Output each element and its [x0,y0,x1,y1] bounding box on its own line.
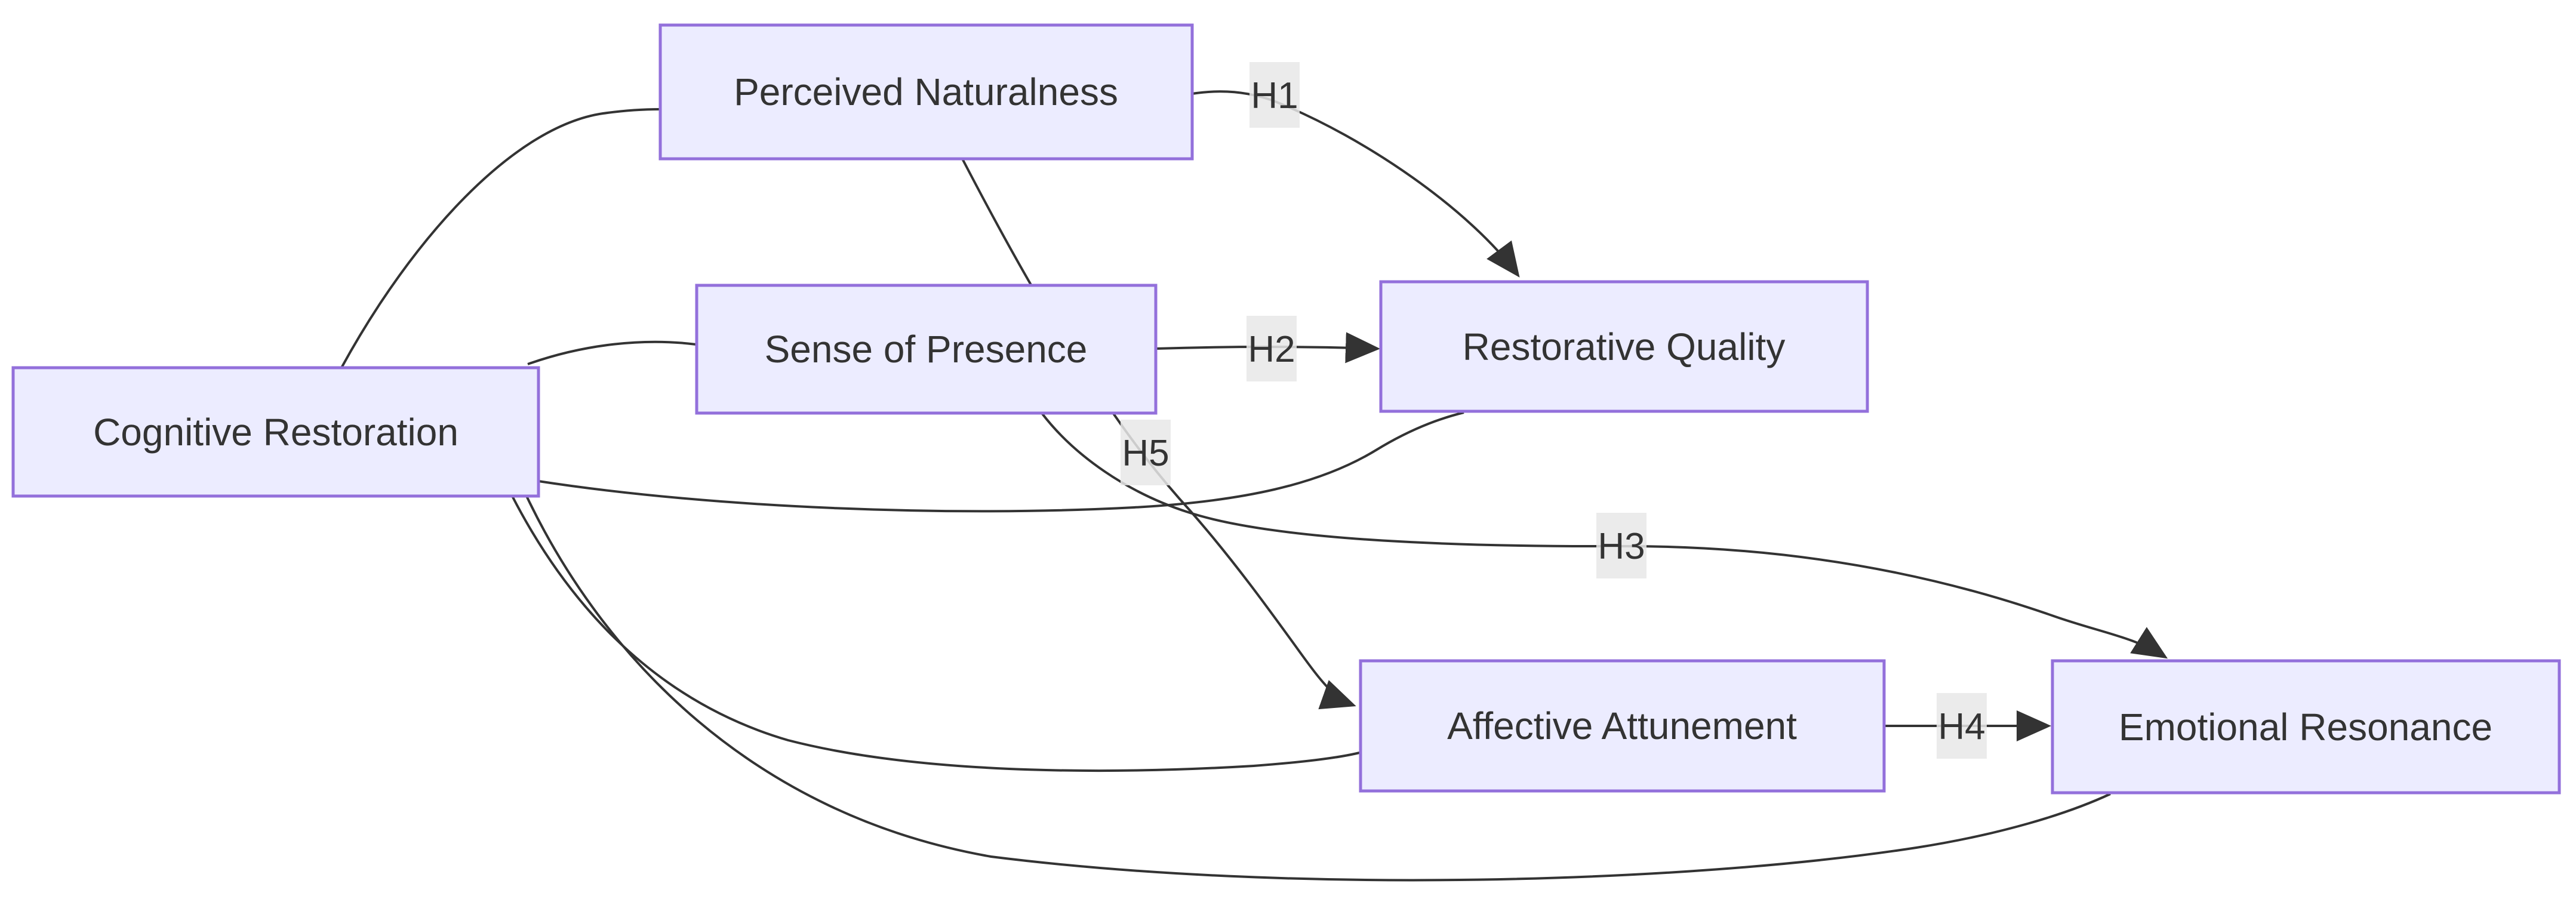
edge-label-h5: H5 [1121,420,1171,485]
node-box [658,23,1194,161]
edge-label-text: H5 [1122,433,1169,474]
node-label: Sense of Presence [765,328,1088,371]
edge-cr-sp [527,340,697,365]
node-label: Restorative Quality [1463,325,1786,368]
edge-h1-pn-rq [1192,90,1520,278]
node-box [11,366,540,498]
node-restorative-quality: Restorative Quality [1379,280,1869,413]
node-label: Affective Attunement [1447,704,1797,747]
node-box [2051,659,2561,795]
edge-layer [340,90,2168,882]
edge-label-h2: H2 [1247,316,1297,381]
edge-label-text: H2 [1248,329,1295,370]
edge-label-text: H3 [1598,526,1645,567]
edge-label-text: H1 [1251,75,1298,116]
edge-label-bg [1596,513,1646,578]
edge-label-bg [1937,693,1987,759]
node-label: Cognitive Restoration [93,411,458,454]
edge-label-text: H4 [1938,706,1985,747]
node-box [695,284,1158,415]
node-box [1379,280,1869,413]
node-layer: Perceived Naturalness Sense of Presence … [11,23,2561,795]
edge-label-bg [1121,420,1171,485]
edge-label-layer: H1 H2 H3 H4 H5 [1121,62,1987,759]
edge-cr-pn [340,108,661,368]
node-label: Perceived Naturalness [734,70,1118,113]
edge-label-bg [1247,316,1297,381]
edge-label-h4: H4 [1937,693,1987,759]
edge-label-h1: H1 [1249,62,1300,128]
edge-label-h3: H3 [1596,513,1646,578]
edge-cr-rq [538,411,1464,513]
node-label: Emotional Resonance [2119,706,2492,749]
node-perceived-naturalness: Perceived Naturalness [658,23,1194,161]
node-emotional-resonance: Emotional Resonance [2051,659,2561,795]
node-affective-attunement: Affective Attunement [1359,659,1886,793]
edge-cr-er [525,495,2111,882]
node-box [1359,659,1886,793]
node-cognitive-restoration: Cognitive Restoration [11,366,540,498]
edge-label-bg [1249,62,1300,128]
edge-cr-aa [511,495,1360,772]
node-sense-of-presence: Sense of Presence [695,284,1158,415]
